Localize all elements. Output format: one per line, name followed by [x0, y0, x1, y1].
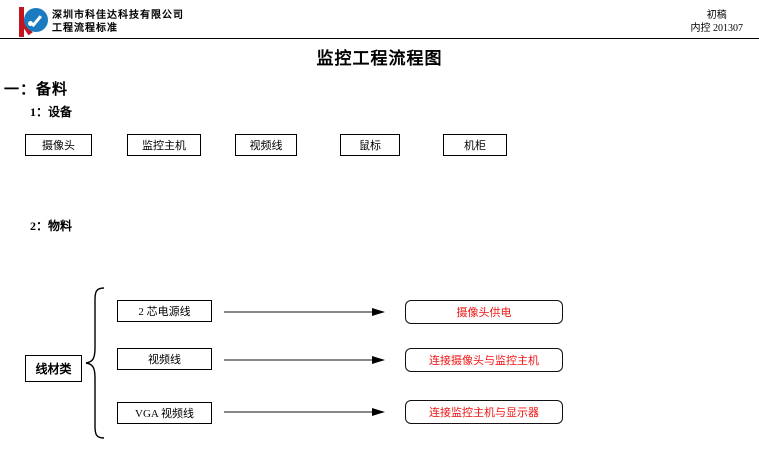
draft-label: 初稿: [706, 10, 727, 21]
material-source-box-power-cable: 2 芯电源线: [117, 300, 212, 322]
left-curly-brace: [85, 287, 105, 439]
company-header: 深圳市科佳达科技有限公司 工程流程标准: [52, 9, 184, 35]
material-purpose-box-host-to-display: 连接监控主机与显示器: [405, 400, 563, 424]
arrow-right-row3: [224, 408, 385, 416]
page-title: 监控工程流程图: [316, 49, 443, 68]
material-source-box-video-cable: 视频线: [117, 348, 212, 370]
material-category-box: 线材类: [25, 355, 82, 382]
arrow-right-row2: [224, 356, 385, 364]
control-number: 内控 201307: [690, 23, 744, 34]
section-heading-prepare: 一：备料: [4, 82, 69, 98]
draft-header: 初稿 内控 201307: [691, 9, 744, 35]
arrow-right-row1: [224, 308, 385, 316]
equipment-box-cabinet: 机柜: [443, 134, 507, 156]
equipment-box-video-cable: 视频线: [235, 134, 297, 156]
equipment-box-monitor-host: 监控主机: [127, 134, 201, 156]
material-purpose-box-camera-power: 摄像头供电: [405, 300, 563, 324]
material-purpose-box-camera-to-host: 连接摄像头与监控主机: [405, 348, 563, 372]
company-standard-label: 工程流程标准: [52, 23, 118, 34]
equipment-box-camera: 摄像头: [25, 134, 92, 156]
logo-white-dot-icon: [28, 21, 33, 26]
header-divider: [0, 38, 759, 39]
company-logo-icon: [17, 7, 49, 38]
material-source-box-vga-cable: VGA 视频线: [117, 402, 212, 424]
subsection-heading-equipment: 1：设备: [30, 105, 73, 119]
equipment-box-mouse: 鼠标: [340, 134, 400, 156]
company-name: 深圳市科佳达科技有限公司: [52, 10, 184, 21]
subsection-heading-material: 2：物料: [30, 219, 73, 233]
